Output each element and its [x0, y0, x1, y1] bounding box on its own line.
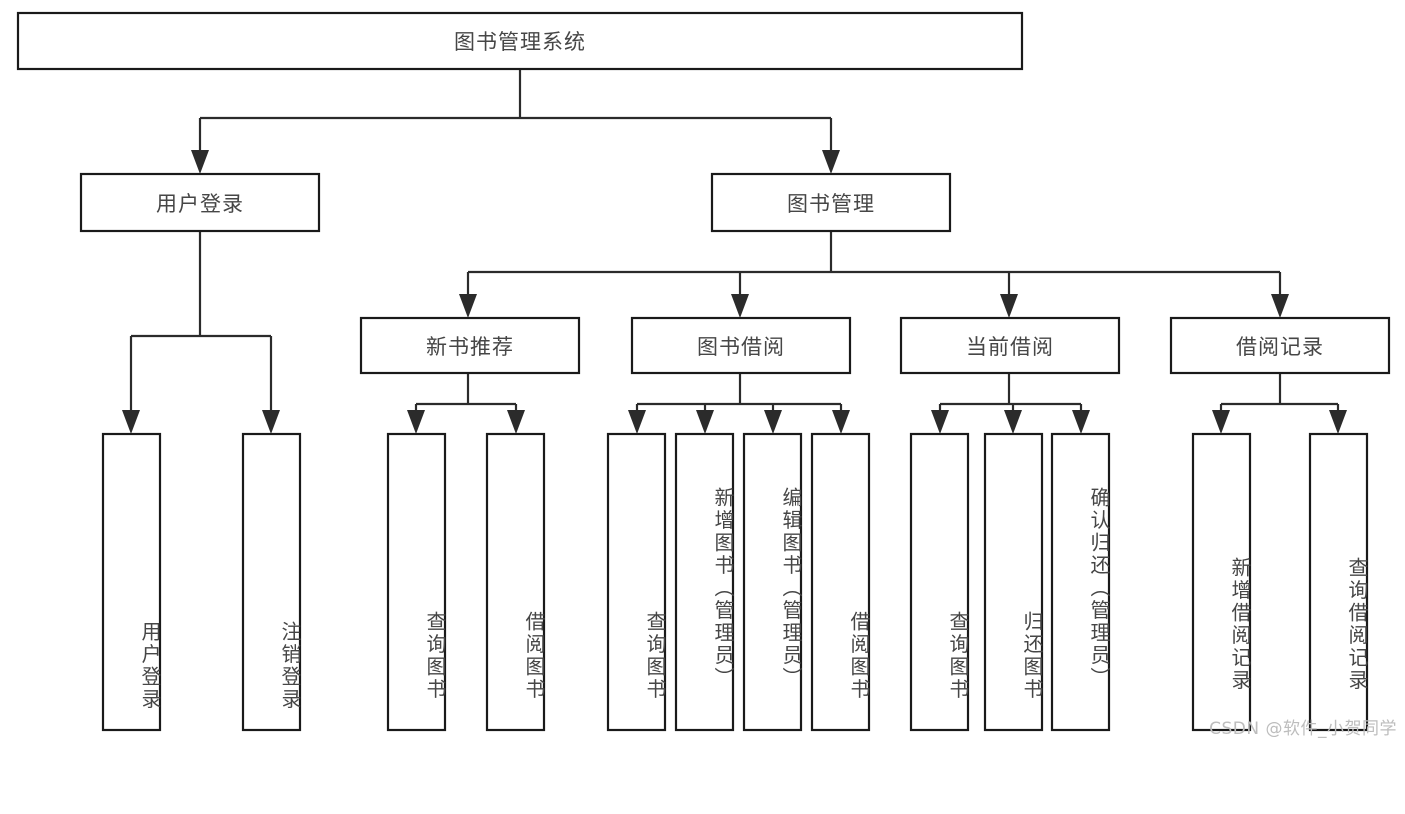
node-box-new-book-recommend[interactable] — [359, 316, 581, 375]
node-box-leaf-edit-book-admin[interactable] — [742, 432, 803, 732]
arrow-bm-to-new-book-recommend — [459, 294, 477, 318]
node-box-user-login[interactable] — [79, 172, 321, 233]
node-box-leaf-add-borrow-record[interactable] — [1191, 432, 1252, 732]
diagram-svg — [16, 11, 1391, 732]
arrow-br-leaf-2 — [1329, 410, 1347, 434]
node-box-leaf-query-book-borrow[interactable] — [606, 432, 667, 732]
connector-group-root — [191, 69, 840, 174]
node-box-book-borrow[interactable] — [630, 316, 852, 375]
arrow-cb-leaf-2 — [1004, 410, 1022, 434]
node-box-leaf-add-book-admin[interactable] — [674, 432, 735, 732]
arrow-bm-to-borrow-record — [1271, 294, 1289, 318]
connector-group-new-book-recommend — [407, 373, 525, 434]
node-box-book-management[interactable] — [710, 172, 952, 233]
node-box-leaf-query-book-recommend[interactable] — [386, 432, 447, 732]
arrow-nbr-leaf-1 — [407, 410, 425, 434]
node-box-leaf-return-book[interactable] — [983, 432, 1044, 732]
arrow-user-login-leaf-2 — [262, 410, 280, 434]
node-box-current-borrow[interactable] — [899, 316, 1121, 375]
arrow-bb-leaf-1 — [628, 410, 646, 434]
arrow-bm-to-current-borrow — [1000, 294, 1018, 318]
node-box-leaf-query-book-current[interactable] — [909, 432, 970, 732]
connector-group-current-borrow — [931, 373, 1090, 434]
arrow-br-leaf-1 — [1212, 410, 1230, 434]
connector-group-book-borrow — [628, 373, 850, 434]
node-box-leaf-user-login[interactable] — [101, 432, 162, 732]
node-box-leaf-query-borrow-record[interactable] — [1308, 432, 1369, 732]
arrow-cb-leaf-1 — [931, 410, 949, 434]
connector-group-book-management — [459, 231, 1289, 318]
arrow-bm-to-book-borrow — [731, 294, 749, 318]
node-box-leaf-borrow-book-recommend[interactable] — [485, 432, 546, 732]
arrow-user-login-leaf-1 — [122, 410, 140, 434]
arrow-root-to-user-login — [191, 150, 209, 174]
node-box-leaf-confirm-return-admin[interactable] — [1050, 432, 1111, 732]
node-box-borrow-record[interactable] — [1169, 316, 1391, 375]
connector-group-borrow-record — [1212, 373, 1347, 434]
csdn-watermark: CSDN @软件_小贺同学 — [1209, 719, 1397, 739]
arrow-bb-leaf-3 — [764, 410, 782, 434]
arrow-nbr-leaf-2 — [507, 410, 525, 434]
arrow-root-to-book-management — [822, 150, 840, 174]
node-box-root[interactable] — [16, 11, 1024, 71]
arrow-cb-leaf-3 — [1072, 410, 1090, 434]
node-box-leaf-user-logout[interactable] — [241, 432, 302, 732]
node-box-leaf-borrow-book-borrow[interactable] — [810, 432, 871, 732]
arrow-bb-leaf-2 — [696, 410, 714, 434]
arrow-bb-leaf-4 — [832, 410, 850, 434]
connector-group-user-login — [122, 231, 280, 434]
diagram-canvas: 图书管理系统 用户登录 图书管理 新书推荐 图书借阅 当前借阅 借阅记录 用户登… — [16, 11, 1397, 739]
